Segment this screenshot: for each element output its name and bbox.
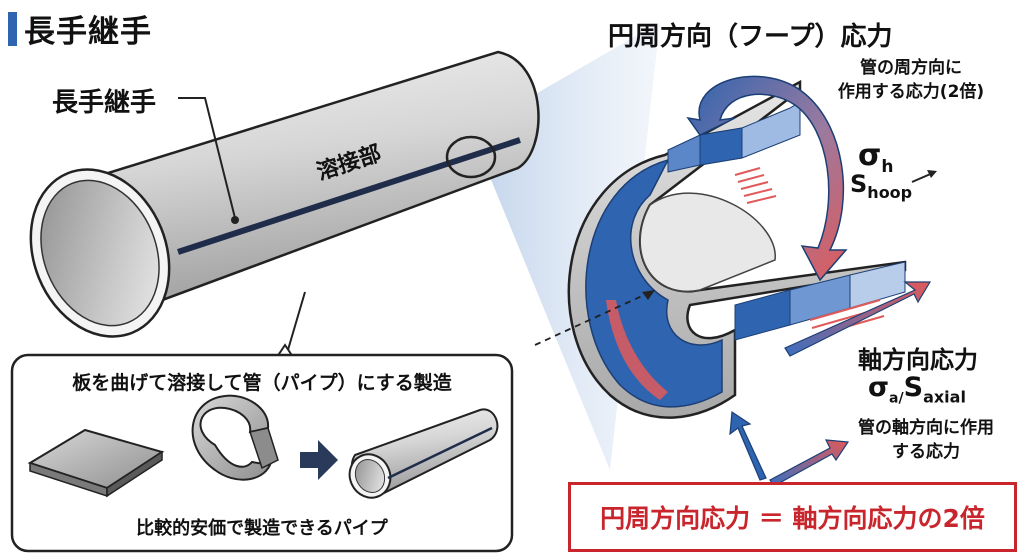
axial-arrow-lower-left [729,410,767,481]
bottom-strip [734,261,906,341]
process-arrow [300,440,338,480]
hoop-arrow [686,75,848,282]
axial-note-line1: 管の軸方向に作用 [858,418,994,438]
flat-plate [27,428,165,498]
axial-note-line2: する応力 [892,442,960,462]
formula-text: 円周方向応力 ＝ 軸方向応力の2倍 [600,504,985,533]
pipe-section [534,79,907,419]
top-strip [667,101,801,173]
axial-stress-title: 軸方向応力 [858,346,978,374]
page-title: 長手継手 [24,14,152,50]
hoop-note-line1: 管の周方向に [860,58,962,78]
hoop-note-line2: 作用する応力(2倍) [837,82,985,102]
axial-arrow-lower-right [769,439,850,487]
bent-plate [191,394,279,481]
hoop-sigma-symbol: σh [858,138,894,177]
axial-stress-note: 管の軸方向に作用 する応力 [828,416,1024,464]
hoop-s-symbol: Shoop [850,170,913,202]
main-pipe [29,50,540,338]
process-box-footer: 比較的安価で製造できるパイプ [136,518,388,539]
process-box-caption: 板を曲げて溶接して管（パイプ）にする製造 [72,372,452,394]
title-accent-bar [8,12,17,46]
pipe-label-leader [178,97,236,219]
formula-box: 円周方向応力 ＝ 軸方向応力の2倍 [568,482,1017,552]
hoop-stress-note: 管の周方向に 作用する応力(2倍) [800,56,1022,104]
small-pipe [348,408,499,499]
hoop-stress-title: 円周方向（フープ）応力 [608,22,893,52]
axial-symbol: σa/Saxial [868,372,966,407]
pipe-label: 長手継手 [52,88,157,118]
axial-arrow-inner [784,281,932,357]
